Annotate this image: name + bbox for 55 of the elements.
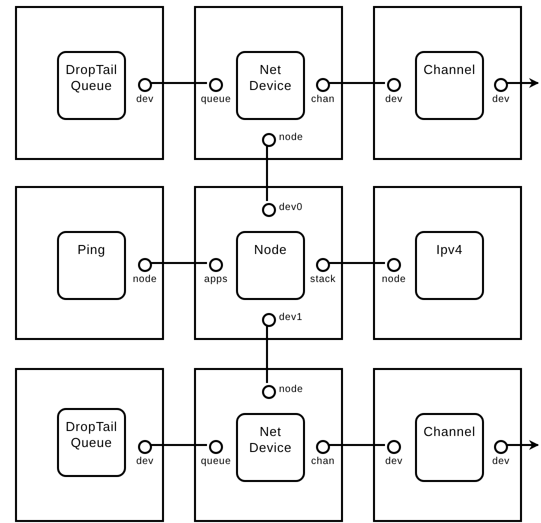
container-box: [15, 186, 164, 340]
port-label: chan: [310, 93, 336, 107]
component-label: Ipv4: [436, 242, 463, 258]
port-label: dev0: [279, 201, 303, 215]
port-label: node: [380, 273, 408, 287]
component-label: DropTail Queue: [64, 62, 118, 94]
port-label: apps: [203, 273, 229, 287]
component-label: Channel: [424, 424, 476, 440]
component-label: DropTail Queue: [64, 419, 118, 451]
component-box: [236, 413, 305, 482]
component-box: [236, 231, 305, 300]
connector-line: [328, 444, 385, 446]
component-label: Net Device: [248, 62, 293, 94]
component-label: Channel: [424, 62, 476, 78]
component-box: [57, 408, 126, 477]
container-box: [15, 368, 164, 522]
port-label: queue: [200, 93, 232, 107]
port-label: stack: [309, 273, 337, 287]
container-box: [373, 6, 522, 160]
port-label: dev1: [279, 311, 303, 325]
connector-line: [328, 82, 385, 84]
arrow: [506, 440, 539, 450]
port-label: dev: [384, 93, 404, 107]
component-box: [415, 231, 484, 300]
component-label: Net Device: [248, 424, 293, 456]
connector-line: [328, 262, 385, 264]
component-label: Node: [254, 242, 288, 258]
connector-line: [150, 82, 207, 84]
port-label: dev: [135, 455, 155, 469]
port-label: node: [279, 131, 304, 145]
connector-line: [150, 444, 207, 446]
port-label: dev: [384, 455, 404, 469]
component-box: [415, 51, 484, 120]
container-box: [194, 6, 343, 160]
container-box: [373, 186, 522, 340]
port-label: dev: [491, 93, 511, 107]
arrow: [506, 78, 539, 88]
component-label: Ping: [77, 242, 106, 258]
port-label: chan: [310, 455, 336, 469]
connector-line: [150, 262, 207, 264]
connector-line: [266, 325, 268, 383]
component-box: [57, 51, 126, 120]
component-box: [415, 413, 484, 482]
port-label: node: [132, 273, 158, 287]
component-box: [236, 51, 305, 120]
port-label: node: [279, 383, 304, 397]
component-box: [57, 231, 126, 300]
port-label: dev: [491, 455, 511, 469]
port-label: dev: [135, 93, 155, 107]
container-box: [194, 186, 343, 340]
container-box: [194, 368, 343, 522]
container-box: [15, 6, 164, 160]
connector-line: [266, 145, 268, 201]
port-label: queue: [200, 455, 232, 469]
container-box: [373, 368, 522, 522]
